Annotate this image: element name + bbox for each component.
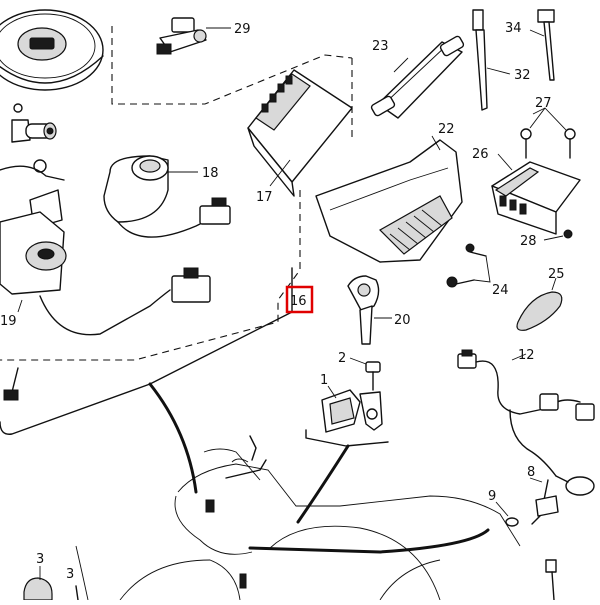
callout-8: 8 <box>527 465 535 480</box>
callout-23: 23 <box>372 39 389 54</box>
part-22-bracket <box>315 135 463 263</box>
part-26-relay <box>491 153 581 235</box>
part-9-washer <box>495 501 519 527</box>
callout-24: 24 <box>492 283 509 298</box>
callout-18: 18 <box>202 166 219 181</box>
part-29-plug <box>156 17 231 55</box>
bolt-left <box>3 367 19 401</box>
part-28-nut <box>543 229 573 241</box>
callout-3-upper: 3 <box>36 552 44 567</box>
motorcycle-outline <box>119 435 521 601</box>
callout-26: 26 <box>472 147 489 162</box>
callout-19: 19 <box>0 314 17 329</box>
part-1-sensor <box>321 385 383 433</box>
callout-12: 12 <box>518 348 535 363</box>
part-20-key <box>347 275 392 345</box>
part-34-cable-tie <box>529 9 555 81</box>
callout-labels: 29 23 34 32 27 22 26 18 17 28 25 24 16 1… <box>0 21 565 582</box>
part-25-cover <box>516 277 563 331</box>
group-bracket <box>0 267 293 435</box>
part-27-screws <box>520 107 576 159</box>
callout-1: 1 <box>320 373 328 388</box>
callout-16: 16 <box>290 294 307 309</box>
part-8-sensor <box>529 477 559 525</box>
callout-3-lower: 3 <box>66 567 74 582</box>
part-19-ignition <box>0 159 211 336</box>
part-3-bottom <box>23 545 89 601</box>
callout-17: 17 <box>256 190 273 205</box>
callout-29: 29 <box>234 22 251 37</box>
part-12-harness <box>457 349 595 496</box>
seat-lock <box>11 103 57 143</box>
part-32-cable-tie <box>472 9 511 111</box>
callout-25: 25 <box>548 267 565 282</box>
cable-tie-right <box>545 559 557 601</box>
fuel-cap <box>0 9 104 91</box>
ecu-group-outline <box>0 26 353 361</box>
part-23-strap <box>370 35 465 119</box>
part-18-switch <box>103 155 231 238</box>
callout-27: 27 <box>535 96 552 111</box>
callout-9: 9 <box>488 489 496 504</box>
callout-2: 2 <box>338 351 346 366</box>
callout-16-highlight <box>285 285 314 314</box>
part-2-bolt <box>349 357 381 391</box>
part-17-ecu <box>247 69 353 197</box>
sensor-bracket-line <box>305 429 389 447</box>
callout-34: 34 <box>505 21 522 36</box>
callout-32: 32 <box>514 68 531 83</box>
callout-20: 20 <box>394 313 411 328</box>
part-24-bolts <box>446 243 491 288</box>
callout-22: 22 <box>438 122 455 137</box>
callout-28: 28 <box>520 234 537 249</box>
leader-lines <box>148 382 490 554</box>
